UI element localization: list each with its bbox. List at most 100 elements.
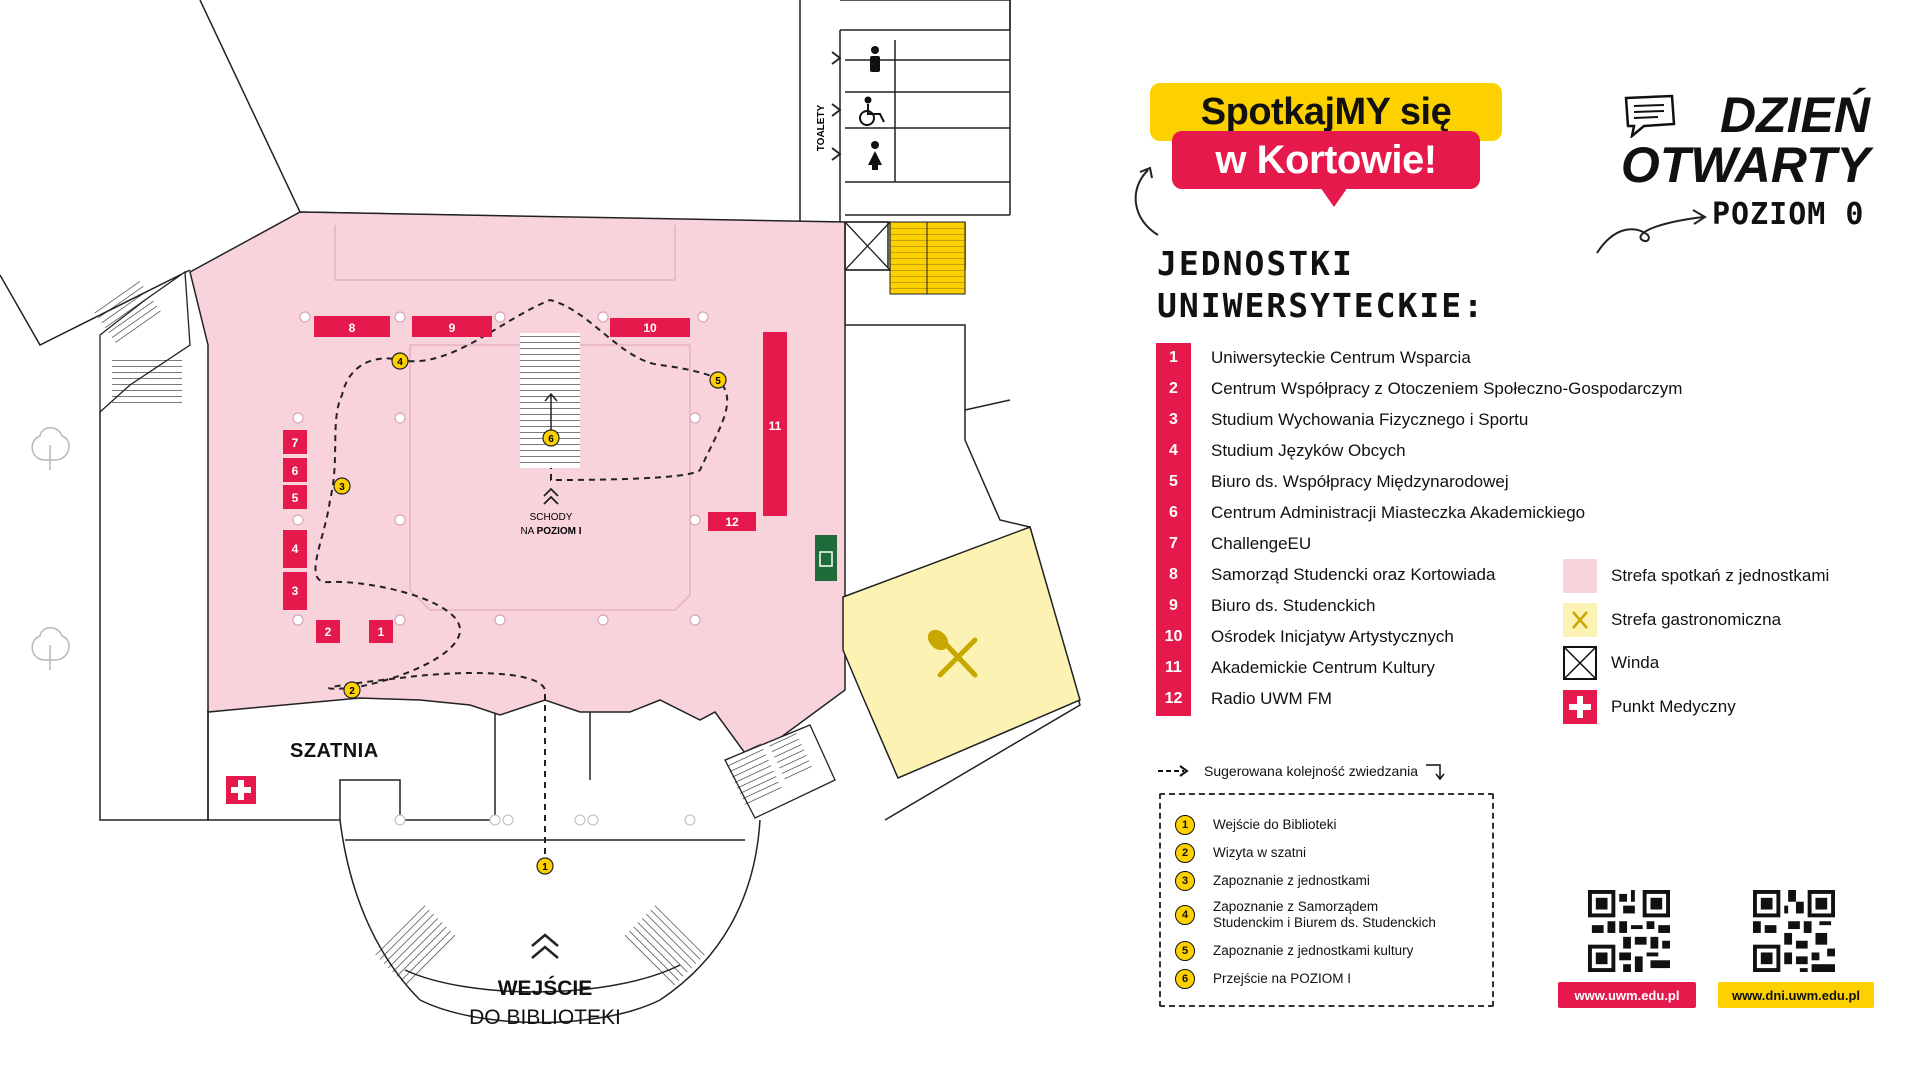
food-zone-swatch (1563, 603, 1597, 637)
map-unit-11: 11 (763, 332, 787, 516)
legend-label: Strefa spotkań z jednostkami (1611, 566, 1830, 585)
medical-cross-icon (1563, 690, 1597, 724)
event-title: DZIEŃ OTWARTY (1580, 90, 1870, 190)
fork-knife-icon (927, 629, 978, 678)
svg-text:8: 8 (349, 321, 356, 335)
entrance-arrows (531, 933, 559, 959)
map-unit-6: 6 (283, 458, 307, 482)
units-heading-line1: JEDNOSTKI (1157, 244, 1354, 283)
map-unit-7: 7 (283, 430, 307, 454)
unit-item-6: 6 Centrum Administracji Miasteczka Akadem… (1156, 498, 1585, 527)
svg-text:10: 10 (643, 321, 657, 335)
route-step-4: 4 Zapoznanie z Samorządem Studenckim i Bi… (1175, 899, 1443, 931)
stairs-label-line2: NA POZIOM I (520, 526, 581, 537)
route-step-label: Wizyta w szatni (1213, 845, 1307, 860)
route-step-number: 1 (1175, 815, 1195, 835)
svg-text:6: 6 (292, 464, 299, 478)
legend-label: Strefa gastronomiczna (1611, 610, 1782, 629)
route-marker-6: 6 (542, 429, 560, 447)
map-unit-1: 1 (369, 620, 393, 643)
stairs-label-line1: SCHODY (530, 512, 573, 523)
unit-name: Radio UWM FM (1211, 688, 1332, 708)
stairs-up-arrows (543, 487, 559, 505)
qr-code-icon[interactable] (1753, 890, 1835, 972)
female-toilet-icon (868, 141, 882, 170)
inner-hall-outline (334, 225, 691, 611)
entrance-stairs (372, 902, 708, 988)
route-step-label: Zapoznanie z jednostkami kultury (1213, 943, 1414, 958)
curved-arrow-icon (1134, 166, 1159, 236)
unit-name: Studium Języków Obcych (1211, 440, 1406, 460)
toilet-arrows (831, 51, 842, 161)
route-step-label: Wejście do Biblioteki (1213, 817, 1337, 832)
level-label: POZIOM 0 (1712, 197, 1865, 232)
svg-text:1: 1 (378, 625, 385, 639)
trash-bin-icon (815, 535, 837, 581)
central-staircase (520, 333, 580, 468)
route-step-1: 1 Wejście do Biblioteki (1175, 815, 1337, 835)
map-unit-3: 3 (283, 572, 307, 610)
uwm-link-button[interactable]: www.uwm.edu.pl (1558, 982, 1696, 1008)
unit-number: 7 (1156, 529, 1191, 558)
svg-text:4: 4 (292, 542, 299, 556)
unit-item-12: 12 Radio UWM FM (1156, 684, 1332, 713)
route-marker-2: 2 (343, 681, 361, 699)
arrow-icon (1596, 209, 1707, 254)
unit-name: Studium Wychowania Fizycznego i Sportu (1211, 409, 1529, 429)
unit-name: Samorząd Studencki oraz Kortowiada (1211, 564, 1496, 584)
qr-code-icon[interactable] (1588, 890, 1670, 972)
unit-name: Centrum Administracji Miasteczka Akademi… (1211, 502, 1586, 522)
map-unit-9: 9 (412, 316, 492, 337)
svg-text:2: 2 (349, 686, 355, 697)
units-heading-line2: UNIWERSYTECKIE: (1157, 286, 1486, 325)
entrance-label-line1: WEJŚCIE (497, 977, 593, 1000)
units-heading: JEDNOSTKI UNIWERSYTECKIE: (1157, 243, 1485, 327)
tree-icon (31, 427, 70, 670)
slogan-badge-red: w Kortowie! (1172, 131, 1480, 207)
unit-number: 12 (1156, 684, 1191, 713)
unit-name: Akademickie Centrum Kultury (1211, 657, 1435, 677)
map-unit-4: 4 (283, 530, 307, 568)
legend-meeting-zone: Strefa spotkań z jednostkami (1563, 559, 1829, 593)
route-marker-1: 1 (536, 857, 554, 875)
unit-number: 6 (1156, 498, 1191, 527)
unit-name: Ośrodek Inicjatyw Artystycznych (1211, 626, 1454, 646)
dni-link-button[interactable]: www.dni.uwm.edu.pl (1718, 982, 1874, 1008)
left-stairs (93, 270, 191, 414)
route-legend-title: Sugerowana kolejność zwiedzania (1158, 760, 1446, 782)
meeting-zone (189, 211, 846, 762)
entrance-pillars (394, 814, 696, 826)
svg-text:6: 6 (548, 434, 554, 445)
route-step-label: Zapoznanie z Samorządem Studenckim i Biu… (1213, 899, 1436, 930)
svg-text:3: 3 (292, 584, 299, 598)
cloakroom-label: SZATNIA (290, 740, 379, 762)
accessible-toilet-icon (859, 96, 885, 126)
legend-elevator: Winda (1563, 646, 1659, 680)
svg-text:12: 12 (725, 515, 739, 529)
elevator-icon (1563, 646, 1597, 680)
route-title-text: Sugerowana kolejność zwiedzania (1204, 763, 1419, 779)
route-step-number: 4 (1175, 905, 1195, 925)
route-step-label: Zapoznanie z jednostkami (1213, 873, 1370, 888)
right-bottom-stairs (722, 724, 836, 819)
unit-item-4: 4 Studium Języków Obcych (1156, 436, 1406, 465)
svg-text:3: 3 (339, 482, 345, 493)
unit-name: Biuro ds. Współpracy Międzynarodowej (1211, 471, 1509, 491)
route-marker-5: 5 (709, 371, 727, 389)
elevator-box (844, 221, 891, 271)
unit-number: 2 (1156, 374, 1191, 403)
toilets-label: TOALETY (816, 104, 827, 151)
unit-number: 9 (1156, 591, 1191, 620)
speech-bubble-icon (1624, 94, 1676, 138)
unit-number: 4 (1156, 436, 1191, 465)
unit-number: 1 (1156, 343, 1191, 372)
